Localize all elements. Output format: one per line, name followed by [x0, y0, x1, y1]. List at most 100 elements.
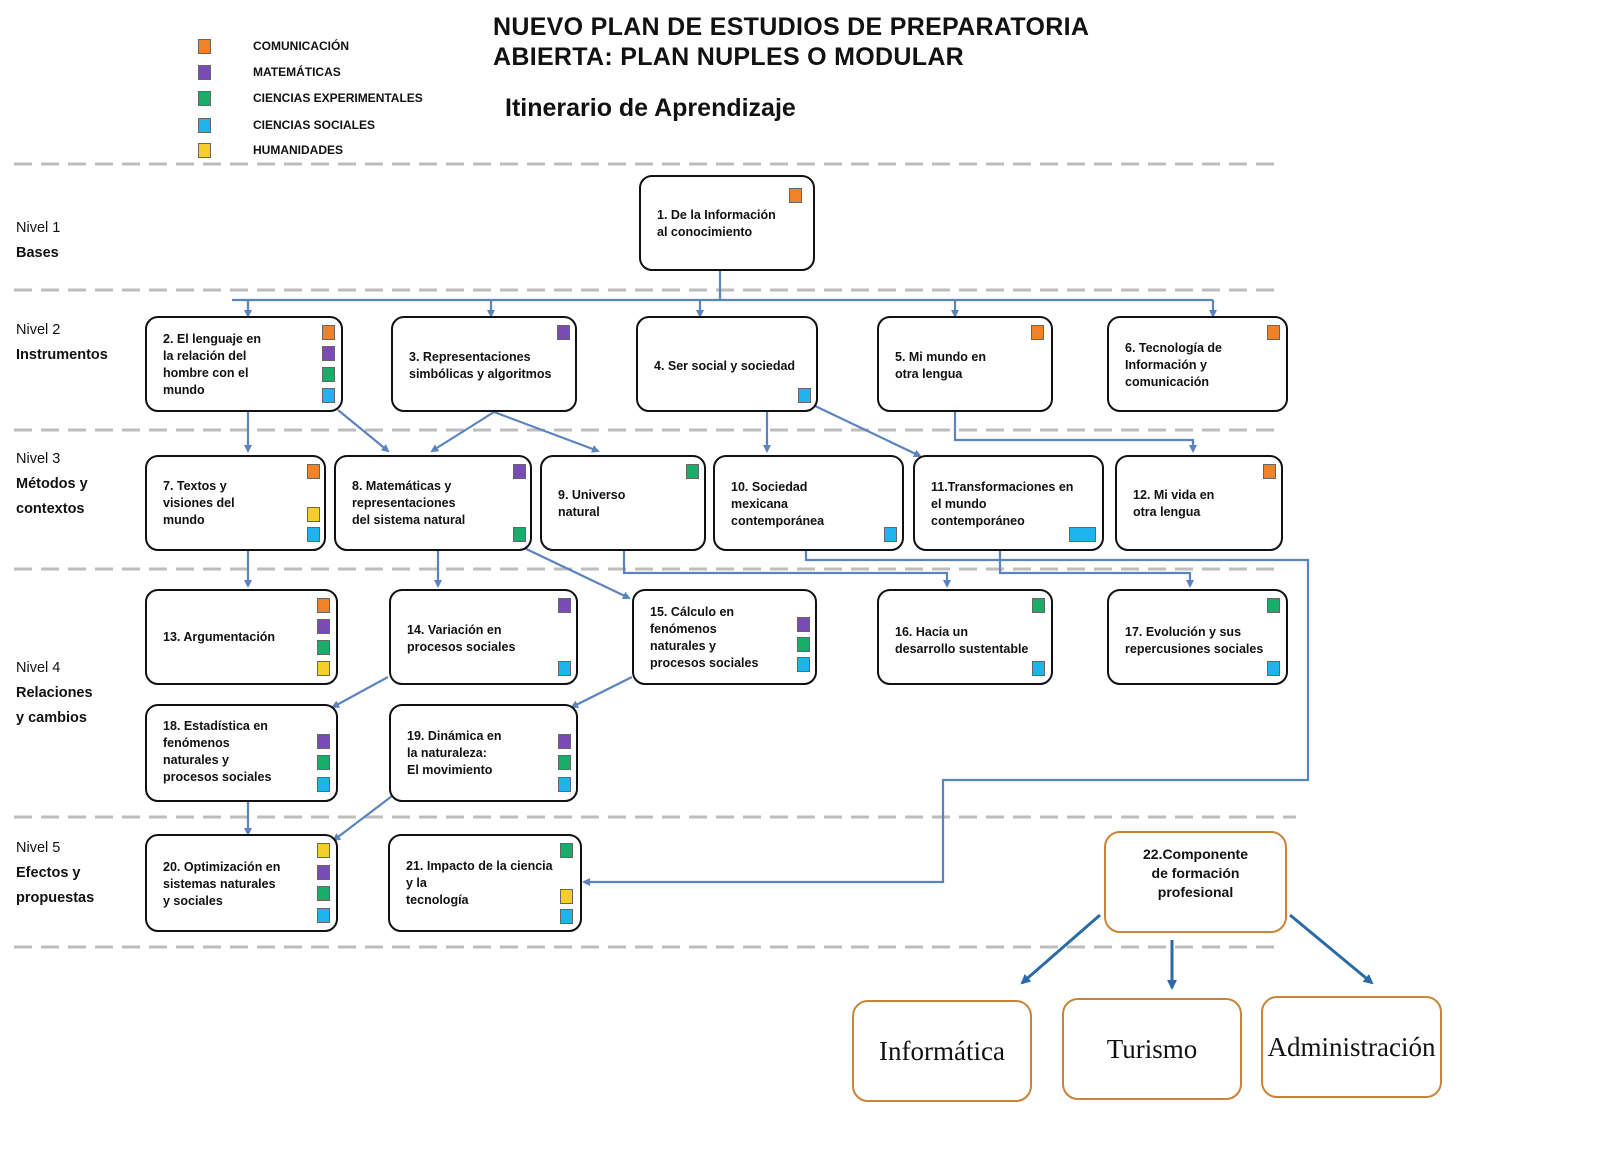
module-label: 1. De la Información al conocimiento: [657, 208, 776, 239]
area-swatch-ciencias-experimentales: [317, 755, 330, 770]
connector-3-8: [430, 411, 495, 453]
area-swatch-comunicacion: [1031, 325, 1044, 340]
module-7[interactable]: 7. Textos y visiones del mundo: [145, 455, 326, 551]
module-19[interactable]: 19. Dinámica en la naturaleza: El movimi…: [389, 704, 578, 802]
area-swatch-comunicacion: [317, 598, 330, 613]
area-swatch-ciencias-sociales: [307, 527, 320, 542]
module-label: 17. Evolución y sus repercusiones social…: [1125, 625, 1264, 656]
career-label: Informática: [879, 1035, 1005, 1066]
module-12[interactable]: 12. Mi vida en otra lengua: [1115, 455, 1283, 551]
area-swatch-ciencias-experimentales: [797, 637, 810, 652]
level-number: Nivel 5: [16, 840, 61, 856]
module-label: 19. Dinámica en la naturaleza: El movimi…: [407, 729, 502, 777]
module-11[interactable]: 11.Transformaciones en el mundo contempo…: [913, 455, 1104, 551]
module-20[interactable]: 20. Optimización en sistemas naturales y…: [145, 834, 338, 932]
legend-item: CIENCIAS EXPERIMENTALES: [198, 88, 423, 108]
level-name: Instrumentos: [16, 347, 108, 363]
module-4[interactable]: 4. Ser social y sociedad: [636, 316, 818, 412]
module-label: 5. Mi mundo en otra lengua: [895, 350, 986, 381]
area-swatch-ciencias-sociales: [317, 908, 330, 923]
module-3[interactable]: 3. Representaciones simbólicas y algorit…: [391, 316, 577, 412]
area-swatch-ciencias-sociales: [1069, 527, 1096, 542]
legend-swatch: [198, 117, 211, 133]
level-name: contextos: [16, 501, 85, 517]
area-swatch-matematicas: [558, 598, 571, 613]
area-swatch-matematicas: [558, 734, 571, 749]
module-6[interactable]: 6. Tecnología de Información y comunicac…: [1107, 316, 1288, 412]
module-label: 16. Hacia un desarrollo sustentable: [895, 625, 1029, 656]
module-label: 11.Transformaciones en el mundo contempo…: [931, 480, 1074, 528]
area-swatch-humanidades: [317, 843, 330, 858]
level-name: Bases: [16, 245, 59, 261]
module-10[interactable]: 10. Sociedad mexicana contemporánea: [713, 455, 904, 551]
area-swatch-matematicas: [317, 865, 330, 880]
area-swatch-ciencias-experimentales: [317, 640, 330, 655]
legend-swatch: [198, 64, 211, 80]
module-label: 6. Tecnología de Información y comunicac…: [1125, 341, 1223, 389]
career-administracion[interactable]: Administración: [1261, 996, 1442, 1098]
title-line-1: NUEVO PLAN DE ESTUDIOS DE PREPARATORIA: [493, 13, 1090, 41]
legend-swatch: [198, 90, 211, 106]
title-line-2: ABIERTA: PLAN NUPLES O MODULAR: [493, 43, 965, 71]
page-title: NUEVO PLAN DE ESTUDIOS DE PREPARATORIA A…: [493, 12, 1089, 72]
level-number: Nivel 1: [16, 220, 61, 236]
area-swatch-ciencias-sociales: [558, 661, 571, 676]
module-8[interactable]: 8. Matemáticas y representaciones del si…: [334, 455, 532, 551]
area-swatch-comunicacion: [1263, 464, 1276, 479]
area-swatch-ciencias-experimentales: [1032, 598, 1045, 613]
legend-label: COMUNICACIÓN: [253, 39, 349, 53]
area-swatch-ciencias-sociales: [322, 388, 335, 403]
area-swatch-matematicas: [317, 619, 330, 634]
level-number: Nivel 2: [16, 322, 61, 338]
career-label: Turismo: [1106, 1033, 1198, 1064]
module-label: 2. El lenguaje en la relación del hombre…: [163, 332, 261, 397]
module-18[interactable]: 18. Estadística en fenómenos naturales y…: [145, 704, 338, 802]
level-name: y cambios: [16, 710, 87, 726]
module-14[interactable]: 14. Variación en procesos sociales: [389, 589, 578, 685]
module-17[interactable]: 17. Evolución y sus repercusiones social…: [1107, 589, 1288, 685]
area-swatch-ciencias-sociales: [798, 388, 811, 403]
module-9[interactable]: 9. Universo natural: [540, 455, 706, 551]
module-16[interactable]: 16. Hacia un desarrollo sustentable: [877, 589, 1053, 685]
module-2[interactable]: 2. El lenguaje en la relación del hombre…: [145, 316, 343, 412]
module-13[interactable]: 13. Argumentación: [145, 589, 338, 685]
level-number: Nivel 4: [16, 660, 61, 676]
connector-19-20: [332, 795, 393, 842]
legend-item: CIENCIAS SOCIALES: [198, 115, 375, 135]
module-label: 14. Variación en procesos sociales: [407, 623, 516, 654]
area-swatch-matematicas: [513, 464, 526, 479]
career-informatica[interactable]: Informática: [852, 1000, 1032, 1102]
module-1[interactable]: 1. De la Información al conocimiento: [639, 175, 815, 271]
connector-5-12: [953, 412, 1197, 453]
connector-11-21: [582, 550, 1310, 886]
module-5[interactable]: 5. Mi mundo en otra lengua: [877, 316, 1053, 412]
module-22[interactable]: 22.Componente de formación profesional: [1104, 831, 1287, 933]
connector-22-administracion: [1289, 913, 1374, 985]
area-swatch-ciencias-experimentales: [322, 367, 335, 382]
connector-3-9: [493, 410, 600, 453]
area-swatch-humanidades: [560, 889, 573, 904]
area-swatch-ciencias-experimentales: [558, 755, 571, 770]
level-name: Relaciones: [16, 685, 93, 701]
area-swatch-ciencias-sociales: [558, 777, 571, 792]
area-swatch-comunicacion: [322, 325, 335, 340]
module-21[interactable]: 21. Impacto de la ciencia y la tecnologí…: [388, 834, 582, 932]
connector-9-16: [622, 550, 951, 588]
area-swatch-ciencias-experimentales: [1267, 598, 1280, 613]
module-label: 8. Matemáticas y representaciones del si…: [352, 479, 466, 527]
area-swatch-comunicacion: [307, 464, 320, 479]
module-label: 3. Representaciones simbólicas y algorit…: [409, 350, 552, 381]
module-15[interactable]: 15. Cálculo en fenómenos naturales y pro…: [632, 589, 817, 685]
connector-22-informatica: [1020, 913, 1101, 985]
career-turismo[interactable]: Turismo: [1062, 998, 1242, 1100]
module-label: 15. Cálculo en fenómenos naturales y pro…: [650, 605, 759, 670]
module-label: 12. Mi vida en otra lengua: [1133, 488, 1215, 519]
area-swatch-ciencias-experimentales: [560, 843, 573, 858]
level-label-3: Nivel 3 Métodos y contextos: [16, 447, 88, 522]
module-label: 4. Ser social y sociedad: [654, 359, 796, 373]
level-name: Efectos y: [16, 865, 81, 881]
area-swatch-humanidades: [317, 661, 330, 676]
area-swatch-matematicas: [322, 346, 335, 361]
legend-item: COMUNICACIÓN: [198, 36, 349, 56]
area-swatch-matematicas: [317, 734, 330, 749]
